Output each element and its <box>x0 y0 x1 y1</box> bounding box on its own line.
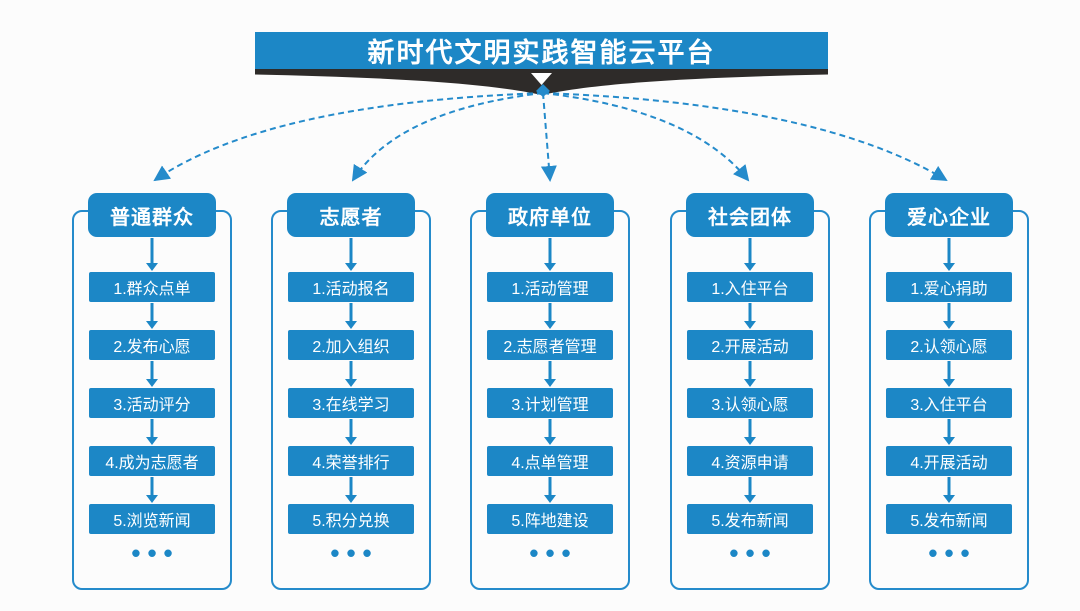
down-arrow-icon <box>941 238 957 271</box>
column-title: 爱心企业 <box>885 193 1013 237</box>
down-arrow-icon <box>742 419 758 445</box>
step-item: 1.爱心捐助 <box>886 272 1012 302</box>
down-arrow-icon <box>343 238 359 271</box>
step-item: 2.志愿者管理 <box>487 330 613 360</box>
down-arrow-icon <box>542 477 558 503</box>
connector-origin-dot <box>536 84 550 97</box>
connector-to-government-unit <box>540 92 557 182</box>
down-arrow-icon <box>144 303 160 329</box>
connector-to-social-organization <box>542 92 750 182</box>
down-arrow-icon <box>542 361 558 387</box>
step-item: 2.认领心愿 <box>886 330 1012 360</box>
step-item: 3.入住平台 <box>886 388 1012 418</box>
down-arrow-icon <box>542 419 558 445</box>
step-item: 5.阵地建设 <box>487 504 613 534</box>
down-arrow-icon <box>542 238 558 271</box>
step-item: 5.积分兑换 <box>288 504 414 534</box>
step-item: 5.发布新闻 <box>886 504 1012 534</box>
more-steps-ellipsis: ••• <box>131 538 180 568</box>
step-item: 4.成为志愿者 <box>89 446 215 476</box>
down-arrow-icon <box>144 361 160 387</box>
down-arrow-icon <box>144 477 160 503</box>
column-title: 社会团体 <box>686 193 814 237</box>
step-item: 3.认领心愿 <box>687 388 813 418</box>
down-arrow-icon <box>542 303 558 329</box>
step-item: 2.发布心愿 <box>89 330 215 360</box>
step-item: 4.荣誉排行 <box>288 446 414 476</box>
connector-to-volunteers <box>351 92 544 182</box>
column-title: 政府单位 <box>486 193 614 237</box>
column-title: 志愿者 <box>287 193 415 237</box>
more-steps-ellipsis: ••• <box>729 538 778 568</box>
banner-ribbon <box>255 69 828 95</box>
platform-title-banner: 新时代文明实践智能云平台 <box>255 32 828 69</box>
step-item: 1.群众点单 <box>89 272 215 302</box>
more-steps-ellipsis: ••• <box>330 538 379 568</box>
column-government-unit: 政府单位 1.活动管理 2.志愿者管理 3.计划管理 4.点单管理 5.阵地建设… <box>470 193 630 590</box>
down-arrow-icon <box>343 477 359 503</box>
down-arrow-icon <box>742 361 758 387</box>
connector-to-general-public <box>153 92 544 182</box>
down-arrow-icon <box>941 477 957 503</box>
step-item: 5.浏览新闻 <box>89 504 215 534</box>
step-item: 4.资源申请 <box>687 446 813 476</box>
down-arrow-icon <box>941 419 957 445</box>
more-steps-ellipsis: ••• <box>529 538 578 568</box>
step-item: 3.计划管理 <box>487 388 613 418</box>
down-arrow-icon <box>941 361 957 387</box>
down-arrow-icon <box>144 238 160 271</box>
step-item: 1.活动管理 <box>487 272 613 302</box>
step-item: 3.活动评分 <box>89 388 215 418</box>
down-arrow-icon <box>144 419 160 445</box>
step-item: 2.开展活动 <box>687 330 813 360</box>
step-item: 5.发布新闻 <box>687 504 813 534</box>
step-item: 1.活动报名 <box>288 272 414 302</box>
column-volunteers: 志愿者 1.活动报名 2.加入组织 3.在线学习 4.荣誉排行 5.积分兑换 •… <box>271 193 431 590</box>
step-item: 2.加入组织 <box>288 330 414 360</box>
down-arrow-icon <box>343 361 359 387</box>
column-general-public: 普通群众 1.群众点单 2.发布心愿 3.活动评分 4.成为志愿者 5.浏览新闻… <box>72 193 232 590</box>
step-item: 4.开展活动 <box>886 446 1012 476</box>
connector-to-charity-enterprise <box>542 92 948 182</box>
down-arrow-icon <box>742 477 758 503</box>
step-item: 1.入住平台 <box>687 272 813 302</box>
down-triangle-icon <box>531 73 552 85</box>
step-item: 3.在线学习 <box>288 388 414 418</box>
platform-title: 新时代文明实践智能云平台 <box>367 38 716 68</box>
step-item: 4.点单管理 <box>487 446 613 476</box>
down-arrow-icon <box>343 303 359 329</box>
column-social-organization: 社会团体 1.入住平台 2.开展活动 3.认领心愿 4.资源申请 5.发布新闻 … <box>670 193 830 590</box>
down-arrow-icon <box>941 303 957 329</box>
column-title: 普通群众 <box>88 193 216 237</box>
down-arrow-icon <box>742 303 758 329</box>
column-charity-enterprise: 爱心企业 1.爱心捐助 2.认领心愿 3.入住平台 4.开展活动 5.发布新闻 … <box>869 193 1029 590</box>
down-arrow-icon <box>343 419 359 445</box>
down-arrow-icon <box>742 238 758 271</box>
more-steps-ellipsis: ••• <box>928 538 977 568</box>
